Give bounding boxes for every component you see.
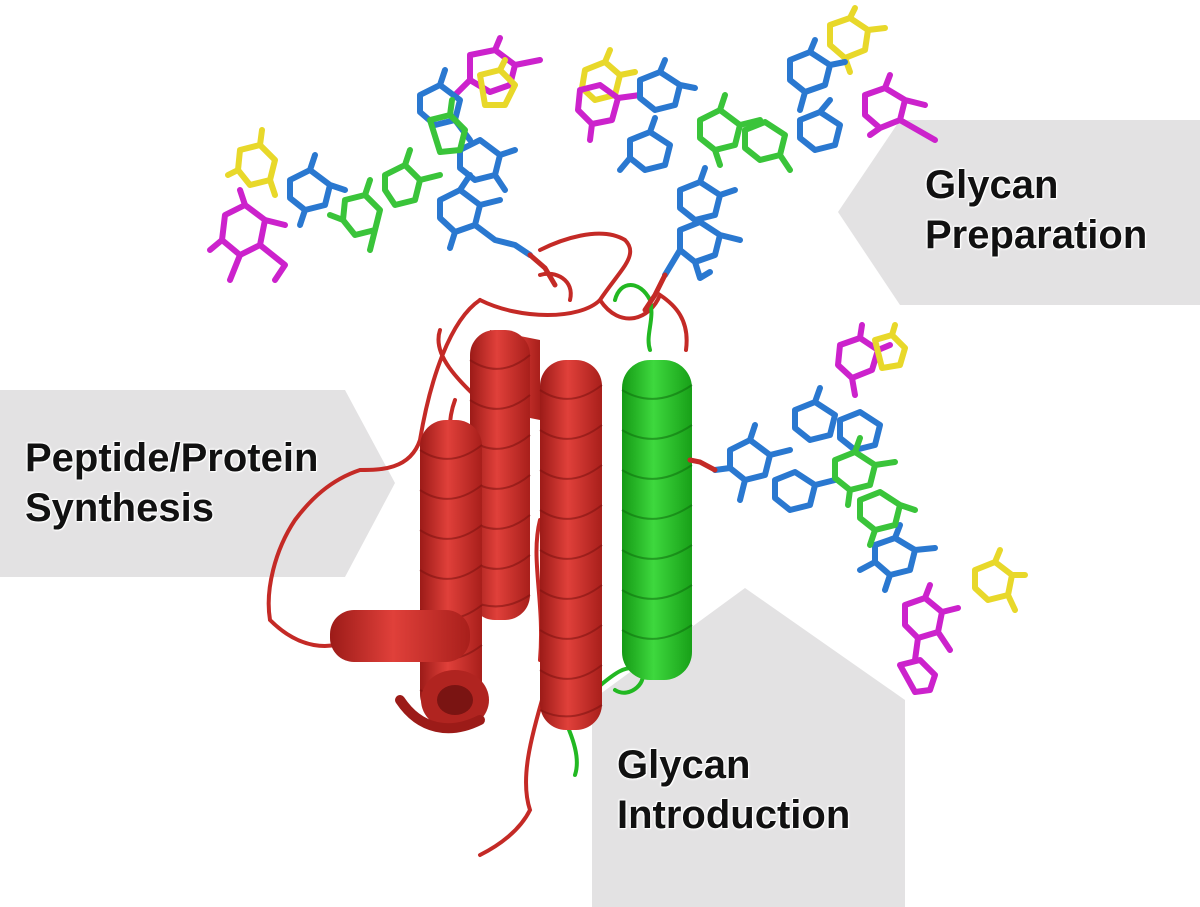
glycan-introduction-line-2: Introduction [617,793,851,837]
glycan-preparation-line-2: Preparation [925,213,1148,257]
glycan-right [712,322,1028,695]
glycan-preparation-arrow [838,120,1200,305]
glycan-introduction-label: Glycan Introduction [617,740,850,840]
glycan-preparation-label: Glycan Preparation [925,160,1147,260]
peptide-synthesis-arrow [0,390,395,577]
glycan-introduction-line-1: Glycan [617,743,751,787]
red-helices [330,330,603,734]
glycan-top-right [575,5,938,281]
peptide-synthesis-label: Peptide/Protein Synthesis [25,433,318,533]
glycan-top-left [207,35,543,283]
peptide-synthesis-line-2: Synthesis [25,486,214,530]
green-helix [621,360,693,680]
glycan-preparation-line-1: Glycan [925,163,1059,207]
linkers [527,252,718,473]
peptide-synthesis-line-1: Peptide/Protein [25,436,319,480]
